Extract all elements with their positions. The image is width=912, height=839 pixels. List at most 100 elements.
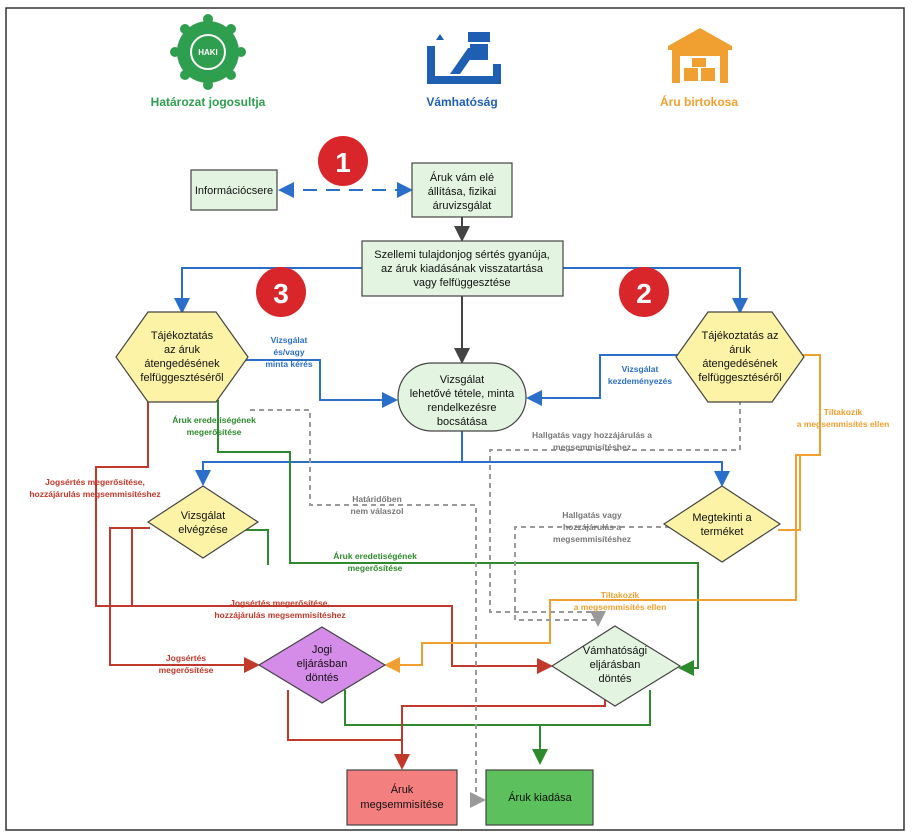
edge-label: hozzájárulás megsemmisítéshez	[29, 489, 160, 499]
node-text-line: Megtekinti a	[692, 512, 752, 524]
edge-legal-release	[344, 690, 548, 765]
warehouse-icon	[668, 28, 732, 83]
edge-label: Áruk eredetiségének	[172, 415, 256, 425]
edge-suspicion-notice-left	[174, 267, 362, 314]
node-text: Információcsere	[195, 185, 273, 197]
node-legal-decision: Jogi eljárásban döntés	[257, 626, 387, 704]
actor-label-customs: Vámhatóság	[426, 95, 497, 109]
marker-number: 1	[335, 147, 351, 178]
node-text-line: Áruk	[391, 783, 414, 796]
node-text-line: Vizsgálat	[181, 510, 225, 522]
step-marker-3: 3	[256, 267, 306, 317]
edge-exam-initiation	[526, 354, 680, 406]
node-text-line: Áruk vám elé	[430, 171, 494, 184]
node-text-line: lehetővé tétele, minta	[410, 388, 515, 400]
edge-label: Vizsgálat	[271, 335, 308, 345]
node-text-line: döntés	[598, 673, 632, 685]
actor-goods-owner: Áru birtokosa	[660, 28, 738, 109]
node-text: Áruk kiadása	[508, 791, 572, 804]
edge-label: és/vagy	[273, 347, 304, 357]
node-examination: Vizsgálat lehetővé tétele, minta rendelk…	[397, 362, 527, 432]
edge-infringement	[109, 527, 260, 673]
node-text-line: felfüggesztéséről	[698, 372, 781, 384]
node-text-line: döntés	[305, 672, 339, 684]
edge-legal-destruction	[287, 690, 410, 770]
edge-silence-consent-1	[489, 400, 741, 627]
node-destruction: Áruk megsemmisítése	[346, 769, 458, 826]
seal-text: HAKI	[198, 48, 218, 57]
node-text-line: Tájékoztatás az	[701, 330, 778, 342]
node-text-line: vagy felfüggesztése	[413, 277, 510, 289]
actor-label-goods-owner: Áru birtokosa	[660, 94, 738, 109]
node-text-line: megsemmisítése	[360, 799, 443, 811]
node-text-line: felfüggesztéséről	[140, 372, 223, 384]
node-customs-decision: Vámhatósági eljárásban döntés	[550, 625, 682, 707]
actor-label-rights-holder: Határozat jogosultja	[151, 95, 266, 109]
edge-label: megsemmisítéshez	[553, 442, 631, 452]
edge-label: Jogsértés megerősítése,	[45, 477, 145, 487]
edge-label: megerősítése	[187, 427, 242, 437]
edge-label: megerősítése	[159, 665, 214, 675]
customs-officer-icon	[427, 32, 501, 84]
edge-label: Jogsértés	[166, 653, 206, 663]
node-inspects: Megtekinti a terméket	[662, 485, 782, 563]
node-suspicion: Szellemi tulajdonjog sértés gyanúja, az …	[361, 240, 564, 297]
edge-label: a megsemmisítés ellen	[574, 602, 667, 612]
edge-label: Tiltakozik	[824, 407, 863, 417]
edge-label: Vizsgálat	[622, 364, 659, 374]
node-notice-left: Tájékoztatás az áruk átengedésének felfü…	[115, 311, 249, 403]
edge-label: a megsemmisítés ellen	[797, 419, 890, 429]
edge-label: Jogsértés megerősítése,	[230, 598, 330, 608]
edge-no-reply	[250, 409, 486, 808]
edge-suspicion-notice-right	[563, 267, 748, 314]
step-marker-1: 1	[318, 136, 368, 186]
node-text-line: az áruk kiadásának visszatartása	[381, 263, 544, 275]
node-text-line: Jogi	[312, 644, 332, 656]
node-info-exchange: Információcsere	[190, 169, 278, 211]
edge-silence-consent-2	[514, 526, 670, 621]
node-text-line: terméket	[701, 526, 744, 538]
node-text-line: Vámhatósági	[583, 645, 647, 657]
edge-exam-to-done	[195, 430, 463, 486]
actor-rights-holder: HAKI Határozat jogosultja	[151, 14, 266, 109]
edge-objects-1	[778, 354, 821, 531]
node-text-line: átengedésének	[702, 358, 778, 370]
edge-exam-to-inspect	[462, 461, 730, 487]
edge-infringement-consent-1	[95, 385, 553, 674]
edge-labels: Vizsgálat és/vagy minta kérés Vizsgálat …	[29, 335, 889, 675]
edge-exam-request	[240, 359, 398, 408]
node-text-line: Vizsgálat	[440, 374, 484, 386]
edge-authenticity-1	[217, 400, 699, 676]
edges	[95, 182, 821, 808]
node-text-line: rendelkezésre	[427, 402, 496, 414]
edge-label: Határidőben	[352, 494, 402, 504]
node-text-line: Szellemi tulajdonjog sértés gyanúja,	[374, 249, 550, 261]
edge-label: hozzájárulás a	[563, 522, 621, 532]
edge-label: Hallgatás vagy hozzájárulás a	[532, 430, 652, 440]
node-text-line: állítása, fizikai	[428, 186, 496, 198]
edge-label: Áruk eredetiségének	[333, 551, 417, 561]
node-release: Áruk kiadása	[485, 769, 594, 826]
marker-number: 2	[636, 278, 652, 309]
step-marker-2: 2	[619, 267, 669, 317]
edge-customs-release	[540, 690, 651, 726]
node-notice-right: Tájékoztatás az áruk átengedésének felfü…	[675, 311, 805, 403]
node-exam-done: Vizsgálat elvégzése	[146, 485, 260, 559]
node-text-line: eljárásban	[297, 658, 348, 670]
edge-label: Tiltakozik	[601, 590, 640, 600]
node-text-line: bocsátása	[437, 416, 488, 428]
node-text-line: Tájékoztatás	[151, 330, 214, 342]
edge-objects-2	[384, 454, 800, 673]
edge-label: megerősítése	[348, 563, 403, 573]
node-text-line: átengedésének	[144, 358, 220, 370]
seal-icon: HAKI	[170, 14, 246, 90]
node-text-line: elvégzése	[178, 524, 228, 536]
edge-label: minta kérés	[265, 359, 313, 369]
node-presentation: Áruk vám elé állítása, fizikai áruvizsgá…	[411, 162, 513, 218]
node-text-line: áruk	[729, 344, 751, 356]
edge-authenticity-2	[244, 529, 269, 565]
edge-label: megsemmisítéshez	[553, 534, 631, 544]
edge-label: kezdeményezés	[608, 376, 673, 386]
